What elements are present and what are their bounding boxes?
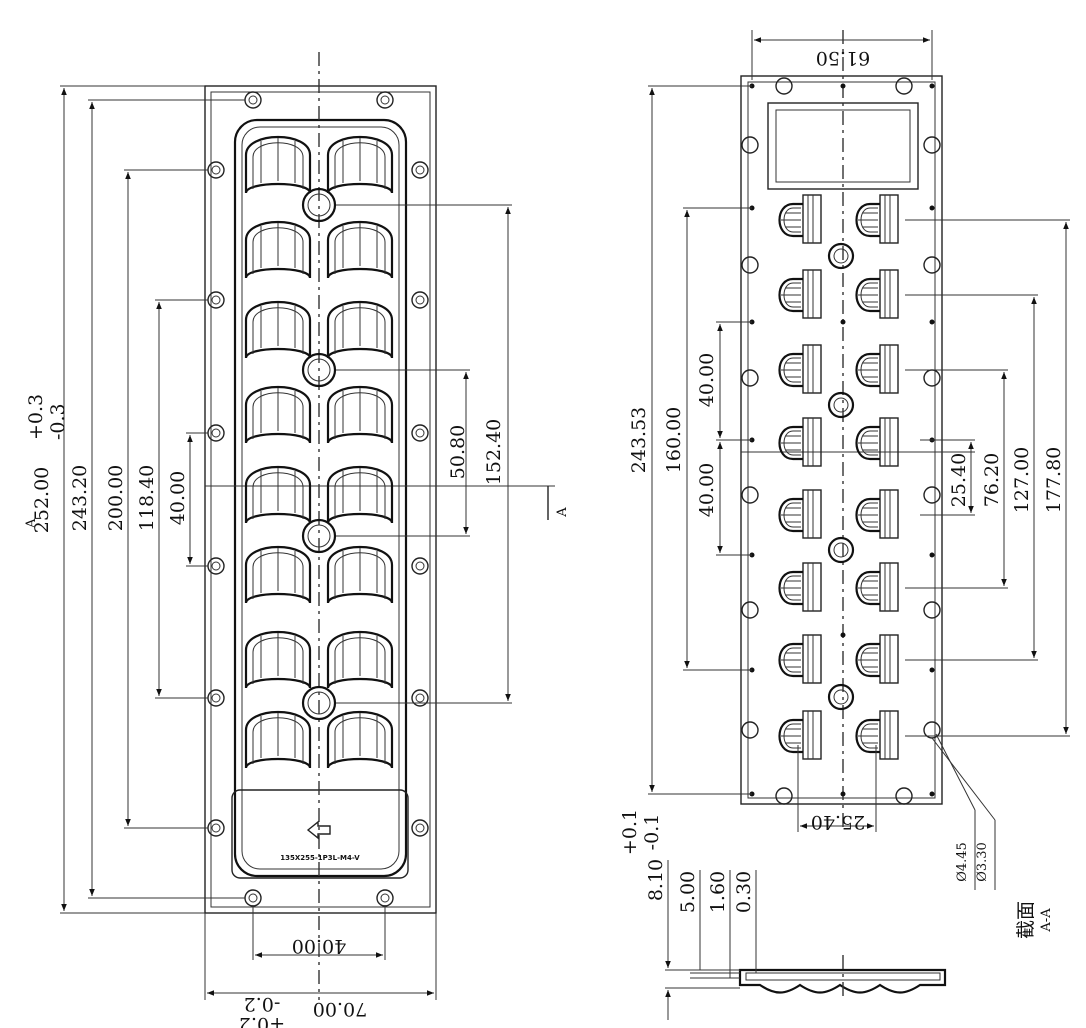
dim-0-30: 0.30	[733, 871, 755, 913]
dim-243-20: 243.20	[69, 465, 91, 531]
svg-text:61.50: 61.50	[816, 47, 870, 69]
hole-dia-3-30: Ø3.30	[975, 842, 990, 882]
section-marker-a: A	[555, 507, 570, 518]
dim-160-00: 160.00	[663, 407, 685, 473]
svg-text:-0.2: -0.2	[244, 993, 281, 1015]
svg-text:118.40: 118.40	[136, 465, 158, 531]
svg-text:8.10: 8.10	[645, 859, 667, 901]
dim-8-10-tol-plus: +0.1	[619, 809, 641, 855]
svg-text:A: A	[24, 518, 39, 529]
svg-text:+0.1: +0.1	[619, 809, 641, 855]
right-reference-dots	[749, 83, 935, 797]
left-plate-outline	[204, 85, 437, 914]
svg-text:25.40: 25.40	[948, 453, 970, 507]
svg-text:243.53: 243.53	[628, 407, 650, 473]
dim-40-00-lower: 40.00	[696, 463, 718, 517]
dim-177-80: 177.80	[1043, 447, 1065, 513]
svg-text:70.00: 70.00	[313, 998, 367, 1020]
section-subtitle: A-A	[1039, 908, 1054, 933]
dim-70-tol-plus: +0.2	[239, 1013, 285, 1028]
dim-40-00-upper: 40.00	[696, 353, 718, 407]
arrow-icon	[306, 820, 331, 840]
dim-252: 252.00	[31, 467, 53, 533]
dim-200-00: 200.00	[105, 465, 127, 531]
svg-text:-0.1: -0.1	[641, 814, 663, 851]
left-plan-view: 135X255-1P3L-M4-V	[24, 52, 570, 1028]
dim-25-40-right: 25.40	[948, 453, 970, 507]
dim-70-tol-minus: -0.2	[244, 993, 281, 1015]
svg-text:1.60: 1.60	[707, 871, 729, 913]
left-lens-pocket	[233, 118, 408, 878]
svg-text:A: A	[555, 507, 570, 518]
right-edge-notches	[741, 77, 941, 805]
dim-61-50: 61.50	[816, 47, 870, 69]
dim-8-10-tol-minus: -0.1	[641, 814, 663, 851]
left-mounting-holes	[207, 91, 429, 907]
dim-127-00: 127.00	[1011, 447, 1033, 513]
right-center-bosses	[827, 242, 855, 711]
dim-243-53: 243.53	[628, 407, 650, 473]
svg-text:127.00: 127.00	[1011, 447, 1033, 513]
svg-text:177.80: 177.80	[1043, 447, 1065, 513]
svg-text:截面: 截面	[1015, 901, 1037, 939]
dim-76-20: 76.20	[981, 453, 1003, 507]
left-label-box	[231, 789, 409, 879]
right-dimensions	[648, 30, 1070, 890]
svg-text:40.00: 40.00	[696, 353, 718, 407]
left-center-bosses	[301, 187, 337, 721]
svg-text:152.40: 152.40	[483, 419, 505, 485]
dim-252-tol-minus: -0.3	[47, 403, 69, 440]
svg-text:Ø4.45: Ø4.45	[955, 842, 970, 882]
right-plate-outline	[740, 75, 943, 805]
dim-50-80: 50.80	[447, 425, 469, 479]
section-profile	[738, 968, 947, 994]
svg-text:A-A: A-A	[1039, 908, 1054, 933]
right-plan-view: 61.50 243.53 160.00 40.00 40.00 25.40 76…	[628, 30, 1070, 890]
dim-5-00: 5.00	[677, 871, 699, 913]
dim-bottom-40-00: 40.00	[292, 935, 346, 957]
dim-bottom-25-40: 25.40	[811, 811, 865, 833]
right-lens-array	[778, 193, 900, 761]
section-title: 截面	[1015, 901, 1037, 939]
svg-text:40.00: 40.00	[292, 935, 346, 957]
svg-text:252.00: 252.00	[31, 467, 53, 533]
svg-text:Ø3.30: Ø3.30	[975, 842, 990, 882]
dim-118-40: 118.40	[136, 465, 158, 531]
left-vertical-dimensions	[60, 85, 549, 914]
svg-text:50.80: 50.80	[447, 425, 469, 479]
svg-text:5.00: 5.00	[677, 871, 699, 913]
dim-8-10: 8.10	[645, 859, 667, 901]
section-view: 8.10 +0.1 -0.1 5.00 1.60 0.30 截面 A-A	[619, 809, 1054, 1020]
dim-70-00: 70.00	[313, 998, 367, 1020]
left-horizontal-dimensions	[204, 905, 437, 1000]
svg-text:+0.2: +0.2	[239, 1013, 285, 1028]
svg-text:160.00: 160.00	[663, 407, 685, 473]
hole-dia-4-45: Ø4.45	[955, 842, 970, 882]
svg-text:200.00: 200.00	[105, 465, 127, 531]
dim-40-00-left: 40.00	[167, 471, 189, 525]
svg-text:40.00: 40.00	[696, 463, 718, 517]
svg-text:40.00: 40.00	[167, 471, 189, 525]
dim-1-60: 1.60	[707, 871, 729, 913]
svg-text:+0.3: +0.3	[25, 394, 47, 440]
svg-text:76.20: 76.20	[981, 453, 1003, 507]
dim-152-40: 152.40	[483, 419, 505, 485]
svg-text:-0.3: -0.3	[47, 403, 69, 440]
part-number-label: 135X255-1P3L-M4-V	[280, 854, 360, 862]
dim-252-superscript: A	[24, 518, 39, 529]
svg-text:25.40: 25.40	[811, 811, 865, 833]
svg-text:0.30: 0.30	[733, 871, 755, 913]
dim-252-tol-plus: +0.3	[25, 394, 47, 440]
svg-text:243.20: 243.20	[69, 465, 91, 531]
